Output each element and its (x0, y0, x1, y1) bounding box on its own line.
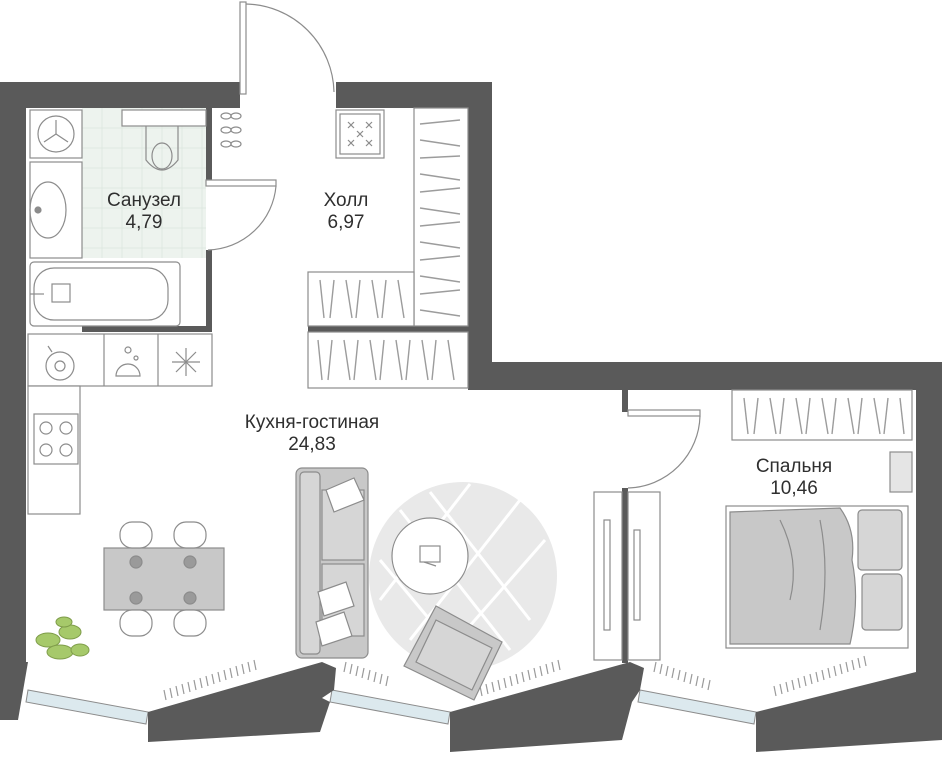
hall-furniture (220, 107, 913, 441)
plant (35, 616, 90, 660)
room-name: Кухня-гостиная (244, 412, 380, 433)
windows (25, 689, 757, 725)
bathroom-tile-floor (82, 108, 206, 258)
room-name: Санузел (106, 190, 182, 211)
coffee-table (391, 517, 469, 595)
dining-set (103, 521, 225, 637)
room-area: 24,83 (288, 434, 336, 455)
bathroom-fixtures (29, 109, 207, 327)
bed (725, 451, 913, 649)
room-area: 10,46 (770, 478, 818, 499)
armchair (403, 605, 503, 701)
kitchen-furniture (27, 333, 213, 515)
room-label-hall: Холл 6,97 (324, 190, 369, 234)
room-area: 4,79 (125, 212, 163, 233)
room-area: 6,97 (327, 212, 365, 233)
room-name: Спальня (755, 456, 833, 477)
bathroom-door (205, 179, 277, 251)
wardrobe-hangers (317, 119, 905, 435)
tv-unit (593, 491, 661, 661)
intercom (220, 112, 242, 148)
room-name: Холл (323, 190, 369, 211)
room-label-bathroom: Санузел 4,79 (107, 190, 181, 234)
room-label-bedroom: Спальня 10,46 (756, 456, 832, 500)
entry-door (239, 1, 335, 95)
walls (0, 82, 942, 752)
bedroom-door (627, 409, 701, 489)
sofa (295, 467, 369, 659)
room-label-living: Кухня-гостиная 24,83 (245, 412, 379, 456)
